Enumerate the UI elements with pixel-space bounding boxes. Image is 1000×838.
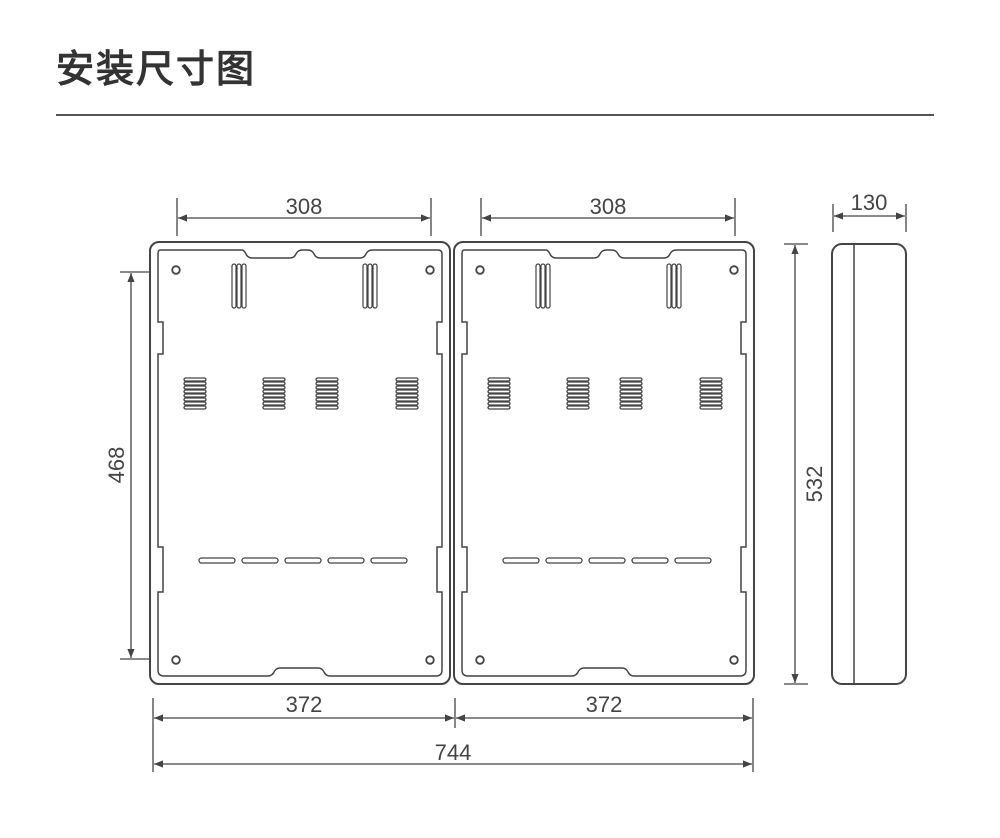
dim-total-height: 532 [802,466,827,503]
dim-total-width: 744 [435,740,472,765]
dim-depth: 130 [851,190,888,215]
page-title: 安装尺寸图 [56,47,257,91]
dim-top-width-left: 308 [286,194,323,219]
enclosure-left [149,241,451,685]
dim-bottom-width-right: 372 [586,692,623,717]
enclosure-right [453,241,755,685]
dimension-lines [120,198,907,772]
dim-inner-height: 468 [104,447,129,484]
side-view [831,243,907,685]
dim-bottom-width-left: 372 [286,692,323,717]
dim-top-width-right: 308 [590,194,627,219]
title-divider [56,114,934,116]
